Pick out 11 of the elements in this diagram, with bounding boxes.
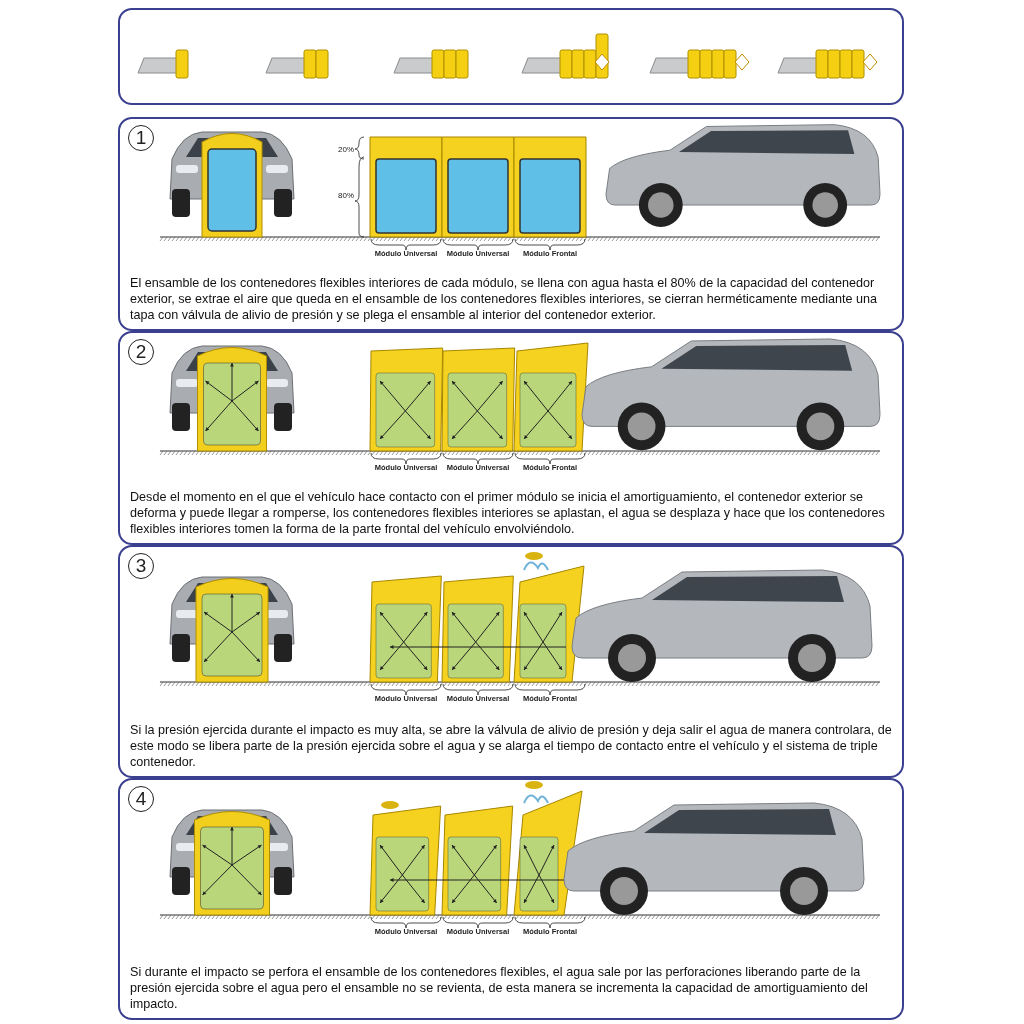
description-paragraph: Desde el momento en el que el vehículo hace contacto con el primer módulo se inicia el amortiguamiento, el contenedor exterior se deforma y puede llegar a romperse, los contenedores flexibles interiores se aplastan, el agua se desplaza y hace que los contenedores flexibles interiores tomen la forma de la parte frontal del vehículo envolviéndolo. bbox=[130, 489, 886, 537]
header-band bbox=[118, 8, 904, 105]
description-paragraph: Si durante el impacto se perfora el ensamble de los contenedores flexibles, el agua sale por las perforaciones liberando parte de la presión ejercida sobre el agua pero el ensamble no se revienta, de esta manera se incrementa la capacidad de amortiguamiento del impacto. bbox=[130, 964, 869, 1012]
percentage-label: 20% bbox=[338, 145, 354, 154]
step-panel bbox=[118, 778, 904, 1020]
description-paragraph: Si la presión ejercida durante el impacto es muy alta, se abre la válvula de alivio de presión y deja salir el agua de manera controlara, de este modo se libera parte de la presión ejercida sobre el agua y se alarga el tiempo de contacto entre el vehículo y el sistema de triple contenedor. bbox=[130, 722, 892, 770]
step-panel bbox=[118, 117, 904, 331]
step-panel bbox=[118, 545, 904, 778]
description-paragraph: El ensamble de los contenedores flexibles interiores de cada módulo, se llena con agua hasta el 80% de la capacidad del contenedor exterior, se extrae el aire que queda en el ensamble de los contenedores flexibles interiores, se cierran herméticamente mediante una tapa con válvula de alivio de presión y se plega el ensamble al interior del contenedor exterior. bbox=[130, 275, 878, 323]
step-panel bbox=[118, 331, 904, 545]
percentage-label: 80% bbox=[338, 191, 354, 200]
